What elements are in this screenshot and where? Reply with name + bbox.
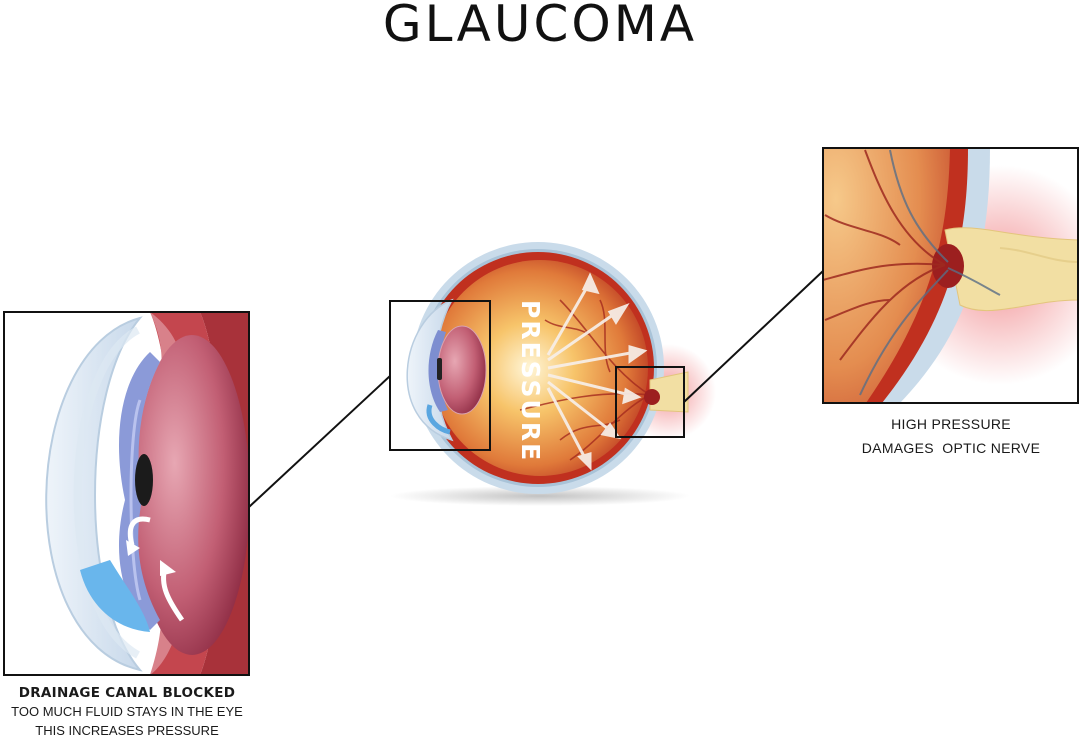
optic-nerve-caption-line-2: DAMAGES OPTIC NERVE — [861, 440, 1041, 456]
drainage-caption-line-2: THIS INCREASES PRESSURE — [35, 723, 219, 738]
front-eye-highlight-box — [389, 300, 491, 451]
drainage-caption-title: DRAINAGE CANAL BLOCKED — [18, 685, 236, 701]
right-connector-line — [683, 270, 824, 403]
pressure-label: PRESSURE — [516, 300, 545, 462]
drainage-caption: DRAINAGE CANAL BLOCKED TOO MUCH FLUID ST… — [0, 684, 254, 740]
zoom-optic-nerve — [944, 227, 1078, 312]
optic-nerve-caption-line-1: HIGH PRESSURE — [891, 416, 1011, 432]
center-lens — [437, 325, 487, 415]
optic-nerve-caption: HIGH PRESSURE DAMAGES OPTIC NERVE — [822, 412, 1080, 460]
left-connector-line — [248, 375, 391, 508]
center-pupil — [437, 358, 442, 380]
page-title: GLAUCOMA — [382, 0, 698, 53]
zoom-vessels — [823, 149, 946, 361]
zoom-pupil — [135, 454, 153, 506]
zoom-cornea — [45, 316, 143, 672]
blocked-drainage-canal — [80, 560, 150, 632]
optic-nerve-zoom-panel — [822, 147, 1079, 404]
eye-shadow — [390, 486, 690, 506]
center-eyeball: PRESSURE — [390, 242, 716, 506]
drainage-caption-line-1: TOO MUCH FLUID STAYS IN THE EYE — [11, 704, 243, 719]
optic-disc — [644, 389, 660, 405]
drainage-zoom-panel — [3, 311, 250, 676]
retina — [432, 260, 648, 476]
